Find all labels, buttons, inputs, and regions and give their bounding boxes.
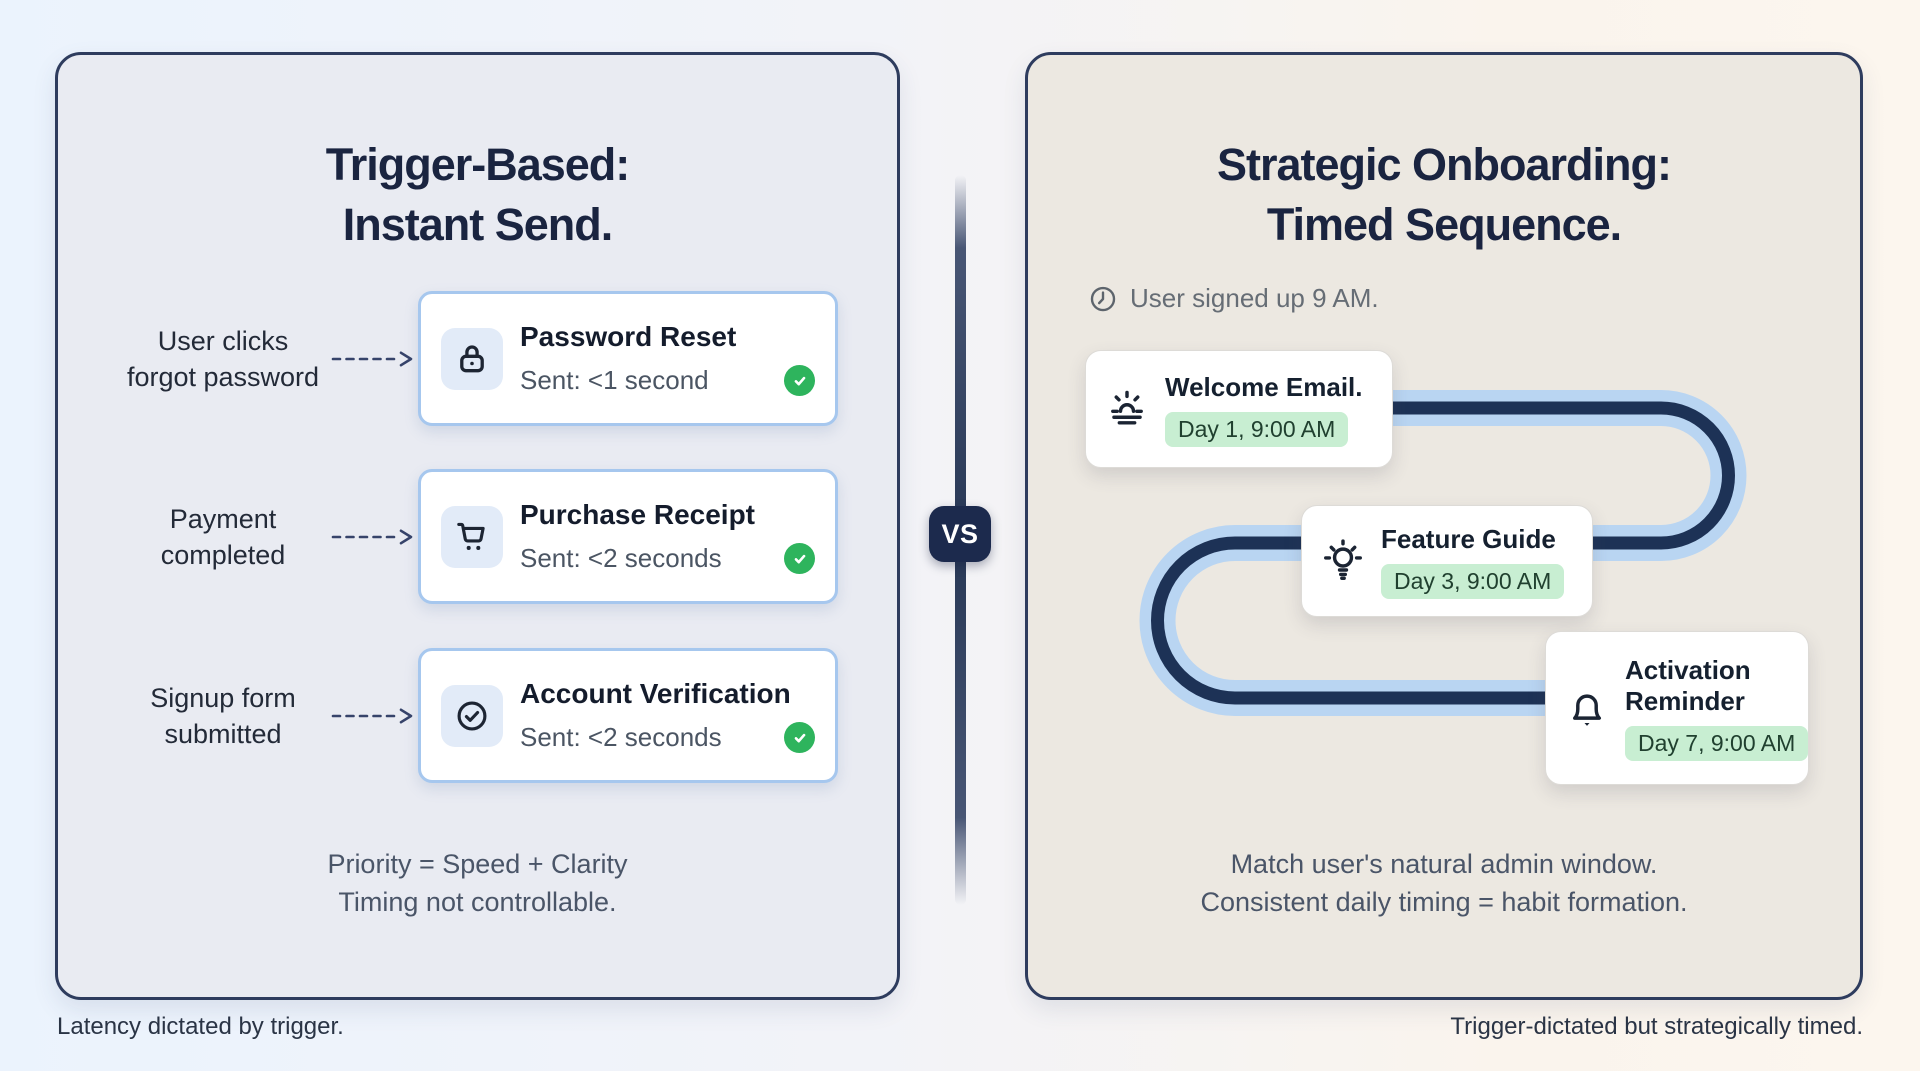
trigger-label: Signup form submitted <box>150 682 296 749</box>
signup-note: User signed up 9 AM. <box>1088 283 1379 314</box>
left-panel-title: Trigger-Based: Instant Send. <box>325 139 631 250</box>
dashed-arrow-icon <box>330 291 416 426</box>
step-card-feature-guide: Feature Guide Day 3, 9:00 AM <box>1301 505 1593 617</box>
trigger-label: User clicks forgot password <box>126 325 320 392</box>
email-card-title: Purchase Receipt <box>520 499 755 530</box>
email-card-account-verification: Account Verification Sent: <2 seconds <box>418 648 838 783</box>
schedule-badge: Day 1, 9:00 AM <box>1165 411 1349 447</box>
email-card-title: Password Reset <box>520 321 737 352</box>
trigger-row-account-verification: Signup form submitted Account Verificati… <box>78 648 883 783</box>
left-footer-caption: Latency dictated by trigger. <box>57 1013 344 1040</box>
dashed-arrow-icon <box>330 469 416 604</box>
send-latency: Sent: <2 seconds <box>520 543 722 573</box>
check-circle-icon <box>784 365 815 396</box>
right-panel-summary: Match user's natural admin window. Consi… <box>1200 849 1688 917</box>
schedule-badge: Day 3, 9:00 AM <box>1381 563 1565 599</box>
dashed-arrow-icon <box>330 648 416 783</box>
lightbulb-icon <box>1320 538 1366 584</box>
clock-icon <box>1088 284 1118 314</box>
sunrise-icon <box>1104 386 1150 432</box>
timeline-path <box>1139 390 1747 716</box>
trigger-row-password-reset: User clicks forgot password Password Res… <box>78 291 883 426</box>
left-panel-summary: Priority = Speed + Clarity Timing not co… <box>327 849 628 917</box>
step-title: Welcome Email. <box>1165 371 1363 402</box>
step-title: Feature Guide <box>1381 523 1556 554</box>
send-latency: Sent: <1 second <box>520 365 709 395</box>
check-circle-icon <box>784 722 815 753</box>
email-card-title: Account Verification <box>520 678 791 709</box>
right-footer-caption: Trigger-dictated but strategically timed… <box>1450 1013 1863 1040</box>
lock-icon <box>441 327 503 390</box>
trigger-row-purchase-receipt: Payment completed Purchase Receipt <box>78 469 883 604</box>
email-card-password-reset: Password Reset Sent: <1 second <box>418 291 838 426</box>
shopping-cart-icon <box>441 505 503 568</box>
trigger-based-panel: Trigger-Based: Instant Send. User clicks… <box>55 52 900 1000</box>
bell-icon <box>1564 685 1610 731</box>
vs-badge: VS <box>929 506 991 562</box>
send-latency: Sent: <2 seconds <box>520 722 722 752</box>
step-card-welcome-email: Welcome Email. Day 1, 9:00 AM <box>1085 350 1393 468</box>
step-title: Activation Reminder <box>1625 655 1751 716</box>
right-panel-title: Strategic Onboarding: Timed Sequence. <box>1216 139 1672 250</box>
trigger-label: Payment completed <box>160 503 286 570</box>
strategic-onboarding-panel: Strategic Onboarding: Timed Sequence. Us… <box>1025 52 1863 1000</box>
signup-note-text: User signed up 9 AM. <box>1130 283 1379 313</box>
check-circle-icon <box>784 543 815 574</box>
schedule-badge: Day 7, 9:00 AM <box>1625 726 1809 761</box>
circle-check-icon <box>441 684 503 747</box>
email-card-purchase-receipt: Purchase Receipt Sent: <2 seconds <box>418 469 838 604</box>
step-card-activation-reminder: Activation Reminder Day 7, 9:00 AM <box>1545 631 1809 785</box>
